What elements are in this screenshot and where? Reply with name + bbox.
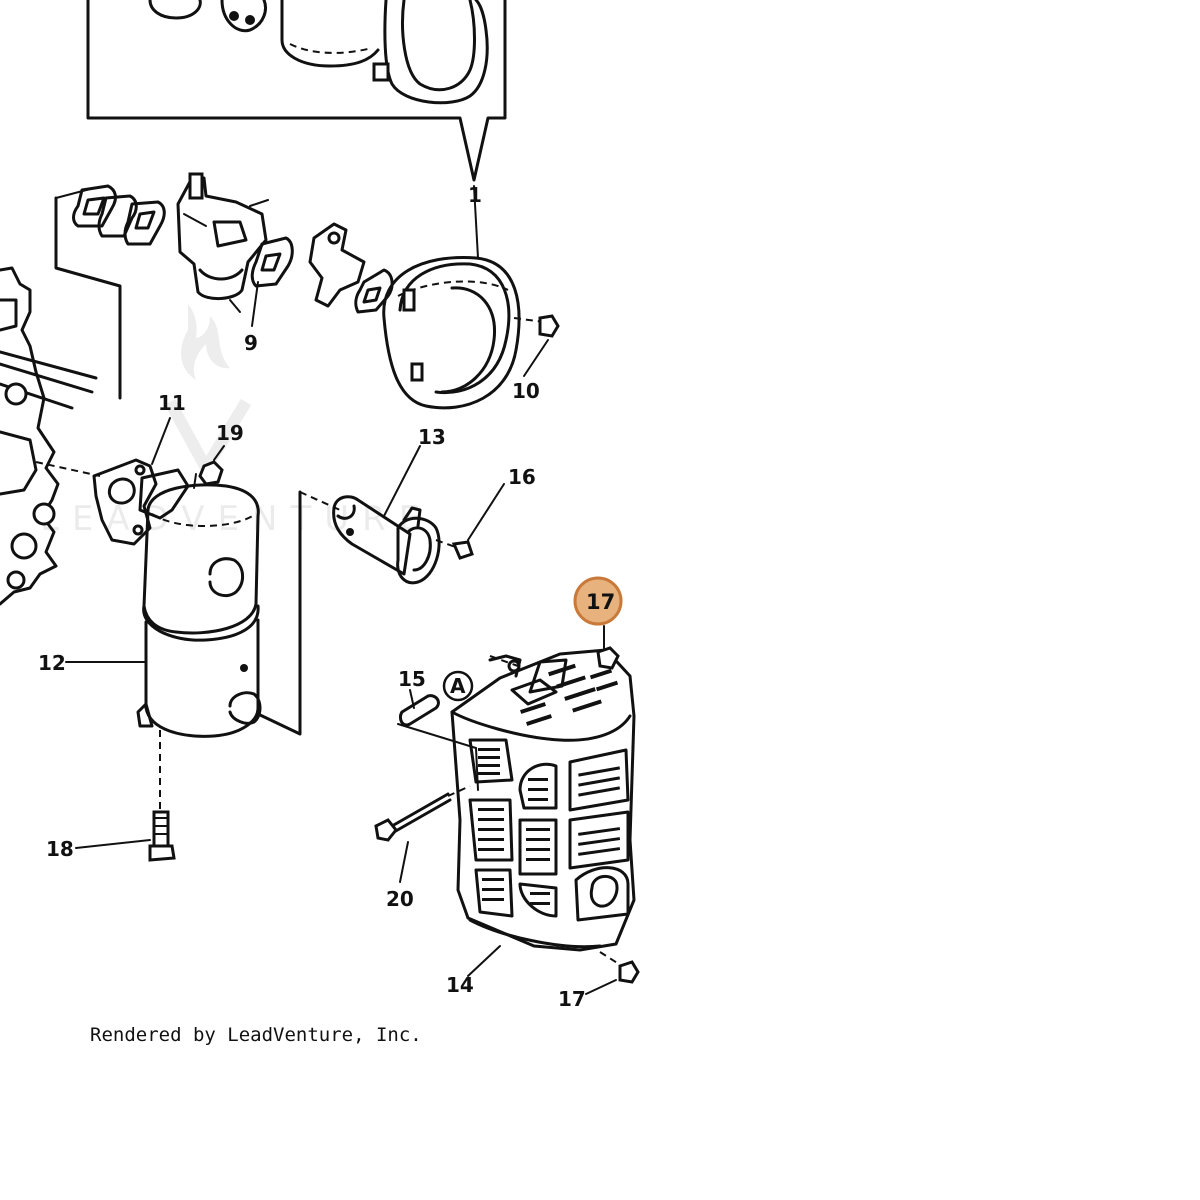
screw-17-bottom xyxy=(585,951,640,995)
callout-a[interactable]: A xyxy=(450,674,466,698)
carburetor xyxy=(176,172,269,313)
air-cleaner-bracket xyxy=(86,0,507,182)
callout-11[interactable]: 11 xyxy=(158,391,186,415)
callout-13[interactable]: 13 xyxy=(418,425,446,449)
gasket-set xyxy=(72,184,166,246)
callout-9[interactable]: 9 xyxy=(244,331,258,355)
air-cleaner-element-top xyxy=(148,0,489,105)
pin-15 xyxy=(397,689,479,791)
spark-arrester-guard-14 xyxy=(450,648,636,977)
nut-19 xyxy=(198,445,225,486)
watermark-text: LEADVENTURE xyxy=(40,499,433,539)
exhaust-gasket-11 xyxy=(92,417,190,546)
nut-10 xyxy=(513,314,560,377)
air-cleaner-bracket-plate xyxy=(308,222,394,314)
footer-credit: Rendered by LeadVenture, Inc. xyxy=(90,1024,422,1046)
callout-12[interactable]: 12 xyxy=(38,651,66,675)
bolt-20 xyxy=(374,785,471,883)
spark-arrester-13 xyxy=(299,445,459,585)
carburetor-group xyxy=(54,172,560,410)
screw-16 xyxy=(451,483,505,560)
highlight-circle xyxy=(573,576,623,626)
gasket-9 xyxy=(250,236,294,288)
engine-block xyxy=(0,266,101,606)
callout-16[interactable]: 16 xyxy=(508,465,536,489)
guard-vent-slots xyxy=(478,748,621,905)
reference-circle-a xyxy=(442,670,474,702)
bolt-18 xyxy=(75,810,176,862)
callout-labels: 1 9 10 11 19 13 16 12 17 15 A 18 20 14 1… xyxy=(38,183,615,1011)
screw-17-top xyxy=(596,625,620,670)
air-cleaner-base xyxy=(382,185,521,410)
callout-1[interactable]: 1 xyxy=(468,183,482,207)
callout-14[interactable]: 14 xyxy=(446,973,474,997)
muffler-12 xyxy=(65,473,302,812)
callout-17-top[interactable]: 17 xyxy=(586,590,615,614)
callout-17-bottom[interactable]: 17 xyxy=(558,987,586,1011)
watermark: LEADVENTURE xyxy=(40,304,433,539)
callout-10[interactable]: 10 xyxy=(512,379,540,403)
callout-18[interactable]: 18 xyxy=(46,837,74,861)
watermark-flame-icon xyxy=(181,304,230,380)
callout-20[interactable]: 20 xyxy=(386,887,414,911)
callout-15[interactable]: 15 xyxy=(398,667,426,691)
callout-19[interactable]: 19 xyxy=(216,421,244,445)
